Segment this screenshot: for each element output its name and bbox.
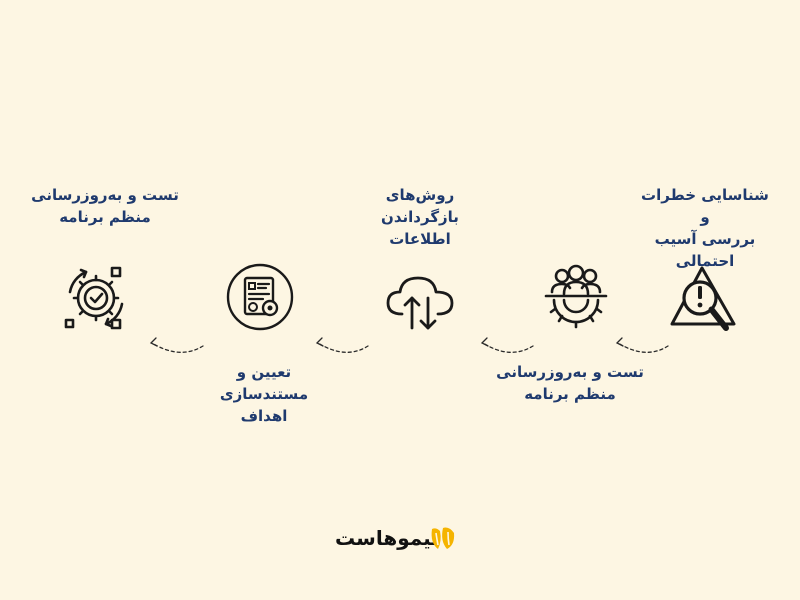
arrowhead-1: [615, 337, 624, 347]
connector-arrow-2: [482, 342, 534, 353]
document-settings-icon: [226, 263, 294, 331]
brand-name: لیموهاست: [335, 526, 439, 550]
arrowhead-3: [315, 337, 324, 347]
connector-arrow-1: [617, 342, 669, 353]
step-1-label: شناسایی خطرات و بررسی آسیب احتمالی: [641, 186, 769, 270]
arrowhead-4: [149, 337, 158, 347]
brand-logo: لیموهاست: [335, 522, 465, 556]
lemon-logo-icon: [431, 527, 455, 549]
connector-arrow-3: [317, 342, 369, 353]
risk-warning-magnifier-icon: [670, 266, 736, 331]
step-5-label: تست و به‌روزرسانی منظم برنامه: [31, 186, 179, 226]
step-2-label: تست و به‌روزرسانی منظم برنامه: [496, 363, 644, 403]
cloud-sync-icon: [386, 276, 454, 330]
step-3-label: روش‌های بازگرداندن اطلاعات: [381, 186, 459, 248]
step-4-label: تعیین و مستندسازی اهداف: [219, 363, 309, 425]
gear-check-cycle-icon: [64, 266, 124, 330]
team-gear-icon: [544, 264, 608, 329]
connector-arrow-4: [151, 342, 204, 353]
arrowhead-2: [480, 337, 489, 347]
